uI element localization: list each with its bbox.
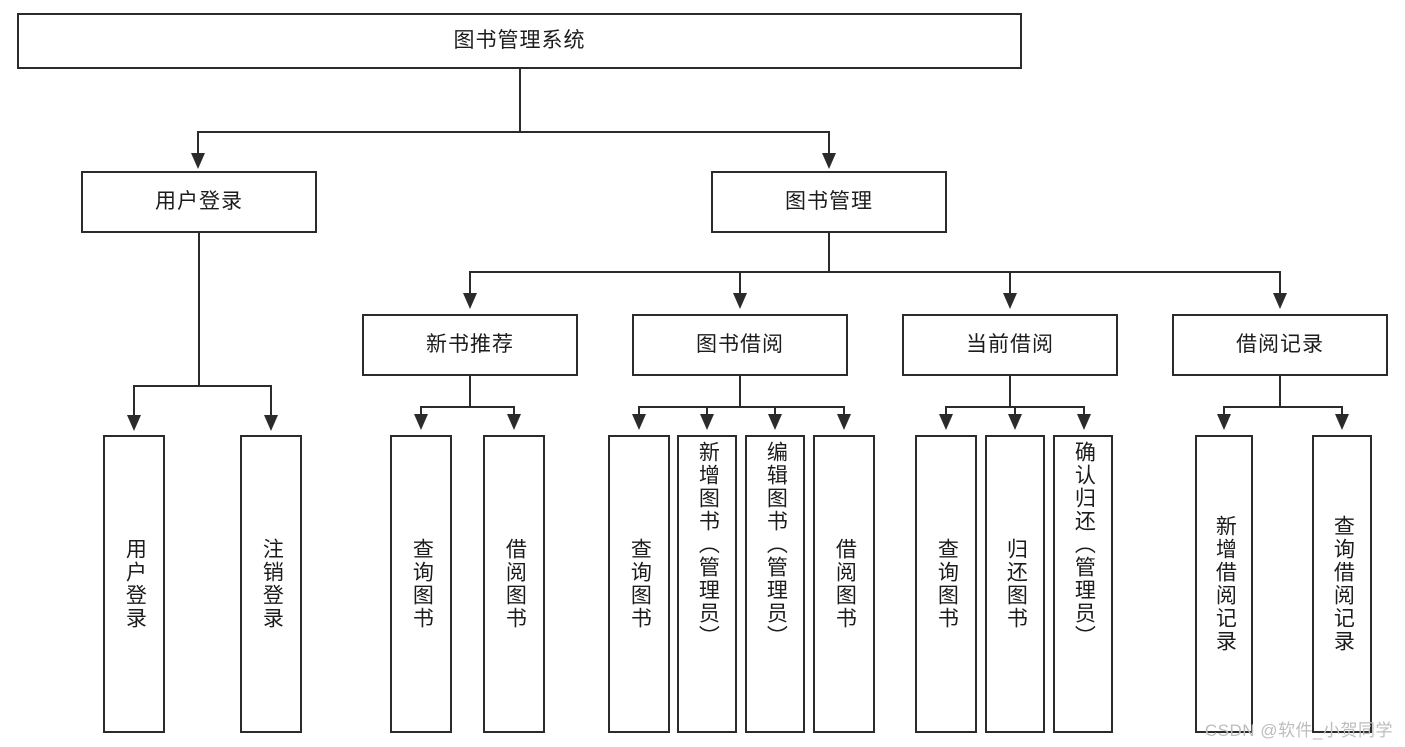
arrowhead-nb-leaf2 xyxy=(507,414,521,430)
node-root-system[interactable]: 图书管理系统 xyxy=(17,13,1022,69)
arrowhead-borrow-record xyxy=(1273,293,1287,309)
connector-bb-leaf2 xyxy=(706,406,708,416)
arrowhead-leaf-logout xyxy=(264,415,278,431)
node-label: 新书推荐 xyxy=(426,332,514,356)
connector-root-to-book-mgmt xyxy=(828,131,830,155)
node-label: 查询图书 xyxy=(628,538,652,630)
connector-bb-leaf3 xyxy=(774,406,776,416)
connector-book-mgmt-bus xyxy=(469,271,1280,273)
connector-book-mgmt-stem xyxy=(828,233,830,271)
node-label: 新增借阅记录 xyxy=(1213,515,1237,653)
leaf-logout[interactable]: 注销登录 xyxy=(240,435,302,733)
arrowhead-cb-leaf1 xyxy=(939,414,953,430)
leaf-query-borrow-record[interactable]: 查询借阅记录 xyxy=(1312,435,1372,733)
node-user-login[interactable]: 用户登录 xyxy=(81,171,317,233)
arrowhead-book-mgmt xyxy=(822,153,836,169)
connector-bb-leaf1 xyxy=(638,406,640,416)
node-current-borrow[interactable]: 当前借阅 xyxy=(902,314,1118,376)
node-label: 注销登录 xyxy=(260,538,284,630)
node-new-book-recommend[interactable]: 新书推荐 xyxy=(362,314,578,376)
connector-br-leaf1 xyxy=(1223,406,1225,416)
node-label: 借阅图书 xyxy=(833,538,857,630)
csdn-watermark: CSDN @软件_小贺同学 xyxy=(1204,721,1393,740)
node-borrow-record[interactable]: 借阅记录 xyxy=(1172,314,1388,376)
node-label: 图书管理系统 xyxy=(453,28,586,52)
leaf-borrow-book-bb[interactable]: 借阅图书 xyxy=(813,435,875,733)
node-book-management[interactable]: 图书管理 xyxy=(711,171,947,233)
arrowhead-new-book xyxy=(463,293,477,309)
arrowhead-bb-leaf2 xyxy=(700,414,714,430)
leaf-query-book-cb[interactable]: 查询图书 xyxy=(915,435,977,733)
arrowhead-nb-leaf1 xyxy=(414,414,428,430)
connector-user-login-stem xyxy=(198,233,200,385)
leaf-borrow-book-nb[interactable]: 借阅图书 xyxy=(483,435,545,733)
connector-to-current-borrow xyxy=(1009,271,1011,295)
arrowhead-bb-leaf4 xyxy=(837,414,851,430)
leaf-confirm-return-admin[interactable]: 确认归还（管理员） xyxy=(1053,435,1113,733)
node-label: 编辑图书（管理员） xyxy=(764,441,788,648)
connector-user-login-leaf2 xyxy=(270,385,272,417)
node-label: 查询借阅记录 xyxy=(1331,515,1355,653)
node-label: 用户登录 xyxy=(123,538,147,630)
leaf-add-book-admin[interactable]: 新增图书（管理员） xyxy=(677,435,737,733)
connector-root-bus xyxy=(197,131,830,133)
connector-br-leaf2 xyxy=(1341,406,1343,416)
connector-new-book-leaf2 xyxy=(513,406,515,416)
leaf-edit-book-admin[interactable]: 编辑图书（管理员） xyxy=(745,435,805,733)
node-label: 用户登录 xyxy=(155,189,243,213)
leaf-query-book-nb[interactable]: 查询图书 xyxy=(390,435,452,733)
connector-new-book-stem xyxy=(469,376,471,406)
connector-book-borrow-stem xyxy=(739,376,741,406)
connector-cb-leaf3 xyxy=(1083,406,1085,416)
connector-user-login-bus xyxy=(133,385,270,387)
node-label: 查询图书 xyxy=(410,538,434,630)
node-label: 图书管理 xyxy=(785,189,873,213)
connector-to-book-borrow xyxy=(739,271,741,295)
connector-root-stem xyxy=(519,69,521,131)
connector-to-borrow-record xyxy=(1279,271,1281,295)
connector-to-new-book xyxy=(469,271,471,295)
connector-new-book-leaf1 xyxy=(420,406,422,416)
connector-bb-leaf4 xyxy=(843,406,845,416)
node-label: 当前借阅 xyxy=(966,332,1054,356)
arrowhead-cb-leaf2 xyxy=(1008,414,1022,430)
leaf-query-book-bb[interactable]: 查询图书 xyxy=(608,435,670,733)
arrowhead-leaf-user-login xyxy=(127,415,141,431)
connector-cb-leaf2 xyxy=(1014,406,1016,416)
node-label: 归还图书 xyxy=(1004,538,1028,630)
connector-cb-leaf1 xyxy=(945,406,947,416)
arrowhead-bb-leaf1 xyxy=(632,414,646,430)
node-label: 确认归还（管理员） xyxy=(1072,441,1096,648)
arrowhead-bb-leaf3 xyxy=(768,414,782,430)
connector-book-borrow-bus xyxy=(638,406,844,408)
arrowhead-current-borrow xyxy=(1003,293,1017,309)
arrowhead-br-leaf2 xyxy=(1335,414,1349,430)
connector-new-book-bus xyxy=(420,406,515,408)
leaf-return-book[interactable]: 归还图书 xyxy=(985,435,1045,733)
connector-borrow-record-bus xyxy=(1223,406,1342,408)
arrowhead-br-leaf1 xyxy=(1217,414,1231,430)
arrowhead-cb-leaf3 xyxy=(1077,414,1091,430)
node-label: 借阅图书 xyxy=(503,538,527,630)
node-label: 借阅记录 xyxy=(1236,332,1324,356)
connector-root-to-user-login xyxy=(197,131,199,155)
leaf-add-borrow-record[interactable]: 新增借阅记录 xyxy=(1195,435,1253,733)
node-label: 图书借阅 xyxy=(696,332,784,356)
connector-borrow-record-stem xyxy=(1279,376,1281,406)
connector-current-borrow-stem xyxy=(1009,376,1011,406)
node-label: 查询图书 xyxy=(935,538,959,630)
arrowhead-user-login xyxy=(191,153,205,169)
node-book-borrow[interactable]: 图书借阅 xyxy=(632,314,848,376)
connector-user-login-leaf1 xyxy=(133,385,135,417)
leaf-user-login[interactable]: 用户登录 xyxy=(103,435,165,733)
arrowhead-book-borrow xyxy=(733,293,747,309)
node-label: 新增图书（管理员） xyxy=(696,441,720,648)
